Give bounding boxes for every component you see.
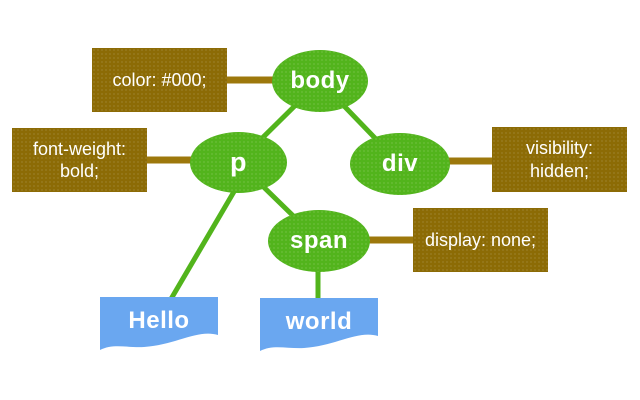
text-node-label: Hello <box>128 307 190 334</box>
node-label: span <box>289 227 348 254</box>
node-label: body <box>290 67 350 94</box>
rule-text-line: display: none; <box>424 229 537 250</box>
flag-shape <box>260 298 378 351</box>
rule-text-line: bold; <box>59 161 100 181</box>
rule-text-line: font-weight: <box>32 138 127 159</box>
rule-box-display: display: none; <box>413 208 548 272</box>
node-body: body <box>272 50 368 112</box>
rule-box-font-weight: font-weight: bold; <box>12 128 147 192</box>
rule-box-color: color: #000; <box>92 48 227 112</box>
text-node-label: world <box>285 308 353 335</box>
edge-p-hello <box>168 176 245 301</box>
flag-shape <box>100 297 218 350</box>
node-label: div <box>381 150 419 177</box>
rule-text-line: visibility: <box>525 138 593 158</box>
node-span: span <box>268 210 370 272</box>
rule-text-line: hidden; <box>529 160 590 181</box>
rule-box-visibility: visibility: hidden; <box>492 127 627 192</box>
node-div: div <box>350 133 450 195</box>
text-node-world: world <box>260 298 378 354</box>
rule-text-line: color: #000; <box>112 69 207 90</box>
node-p: p <box>190 132 287 193</box>
text-node-hello: Hello <box>100 297 218 353</box>
node-label: p <box>230 147 247 177</box>
